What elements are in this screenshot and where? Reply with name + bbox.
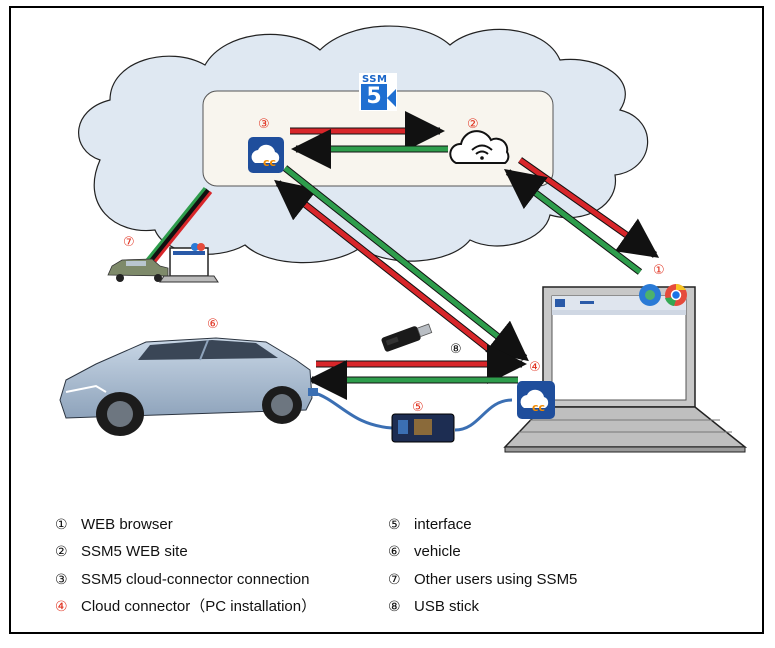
legend-num: ③ xyxy=(55,572,68,588)
cloud-connector-icon: cc xyxy=(248,137,284,173)
browser-icons xyxy=(639,283,687,306)
legend-num: ② xyxy=(55,544,68,560)
marker-8: ⑧ xyxy=(450,342,462,357)
legend-num: ⑧ xyxy=(388,599,401,615)
interface-device-icon xyxy=(391,413,455,443)
legend-item-4: ④ Cloud connector（PC installation） xyxy=(55,598,316,616)
other-users-laptop-image xyxy=(159,243,219,283)
legend-item-6: ⑥ vehicle xyxy=(388,543,461,561)
legend-label: vehicle xyxy=(414,543,461,560)
diagram-frame xyxy=(9,6,764,634)
arrow-cloud-connector-to-pc xyxy=(282,165,529,362)
marker-4: ④ xyxy=(529,360,541,375)
vehicle-image xyxy=(59,337,313,436)
legend-label: USB stick xyxy=(414,598,480,615)
legend-item-5: ⑤ interface xyxy=(388,516,472,534)
marker-2: ② xyxy=(467,117,479,132)
arrow-other-users xyxy=(145,187,213,265)
marker-6: ⑥ xyxy=(207,317,219,332)
svg-text:cc: cc xyxy=(263,156,276,169)
legend-label: Cloud connector（PC installation） xyxy=(81,598,317,615)
usb-stick-icon xyxy=(381,323,433,352)
legend-num: ① xyxy=(55,517,68,533)
legend-item-1: ① WEB browser xyxy=(55,516,173,534)
legend-item-2: ② SSM5 WEB site xyxy=(55,543,188,561)
pc-laptop-image xyxy=(503,286,748,453)
marker-7: ⑦ xyxy=(123,235,135,250)
ssm-logo-chevron xyxy=(387,89,396,107)
wifi-cloud-icon xyxy=(449,130,510,164)
legend-label: WEB browser xyxy=(81,516,173,533)
legend-item-8: ⑧ USB stick xyxy=(388,598,479,616)
legend-label: interface xyxy=(414,516,472,533)
marker-3: ③ xyxy=(258,117,270,132)
legend-label: SSM5 cloud-connector connection xyxy=(81,571,310,588)
marker-1: ① xyxy=(653,263,665,278)
other-users-car-image xyxy=(107,258,169,282)
legend-num: ⑤ xyxy=(388,517,401,533)
legend-label: Other users using SSM5 xyxy=(414,571,578,588)
ssm-logo-text: SSM xyxy=(362,74,388,85)
pc-cloud-connector-icon: cc xyxy=(517,381,555,419)
arrow-browser-to-site xyxy=(504,168,643,275)
legend-num: ⑦ xyxy=(388,572,401,588)
legend-num: ⑥ xyxy=(388,544,401,560)
legend-item-7: ⑦ Other users using SSM5 xyxy=(388,571,577,589)
svg-text:cc: cc xyxy=(532,401,545,414)
ssm5-logo: SSM 5 xyxy=(359,73,397,111)
arrow-pc-to-cloud-connector xyxy=(274,179,493,353)
legend-item-3: ③ SSM5 cloud-connector connection xyxy=(55,571,309,589)
legend-num: ④ xyxy=(55,599,68,615)
obd-cable xyxy=(308,388,513,432)
ssm-logo-digit: 5 xyxy=(361,84,387,110)
legend-label: SSM5 WEB site xyxy=(81,543,188,560)
marker-5: ⑤ xyxy=(412,400,424,415)
